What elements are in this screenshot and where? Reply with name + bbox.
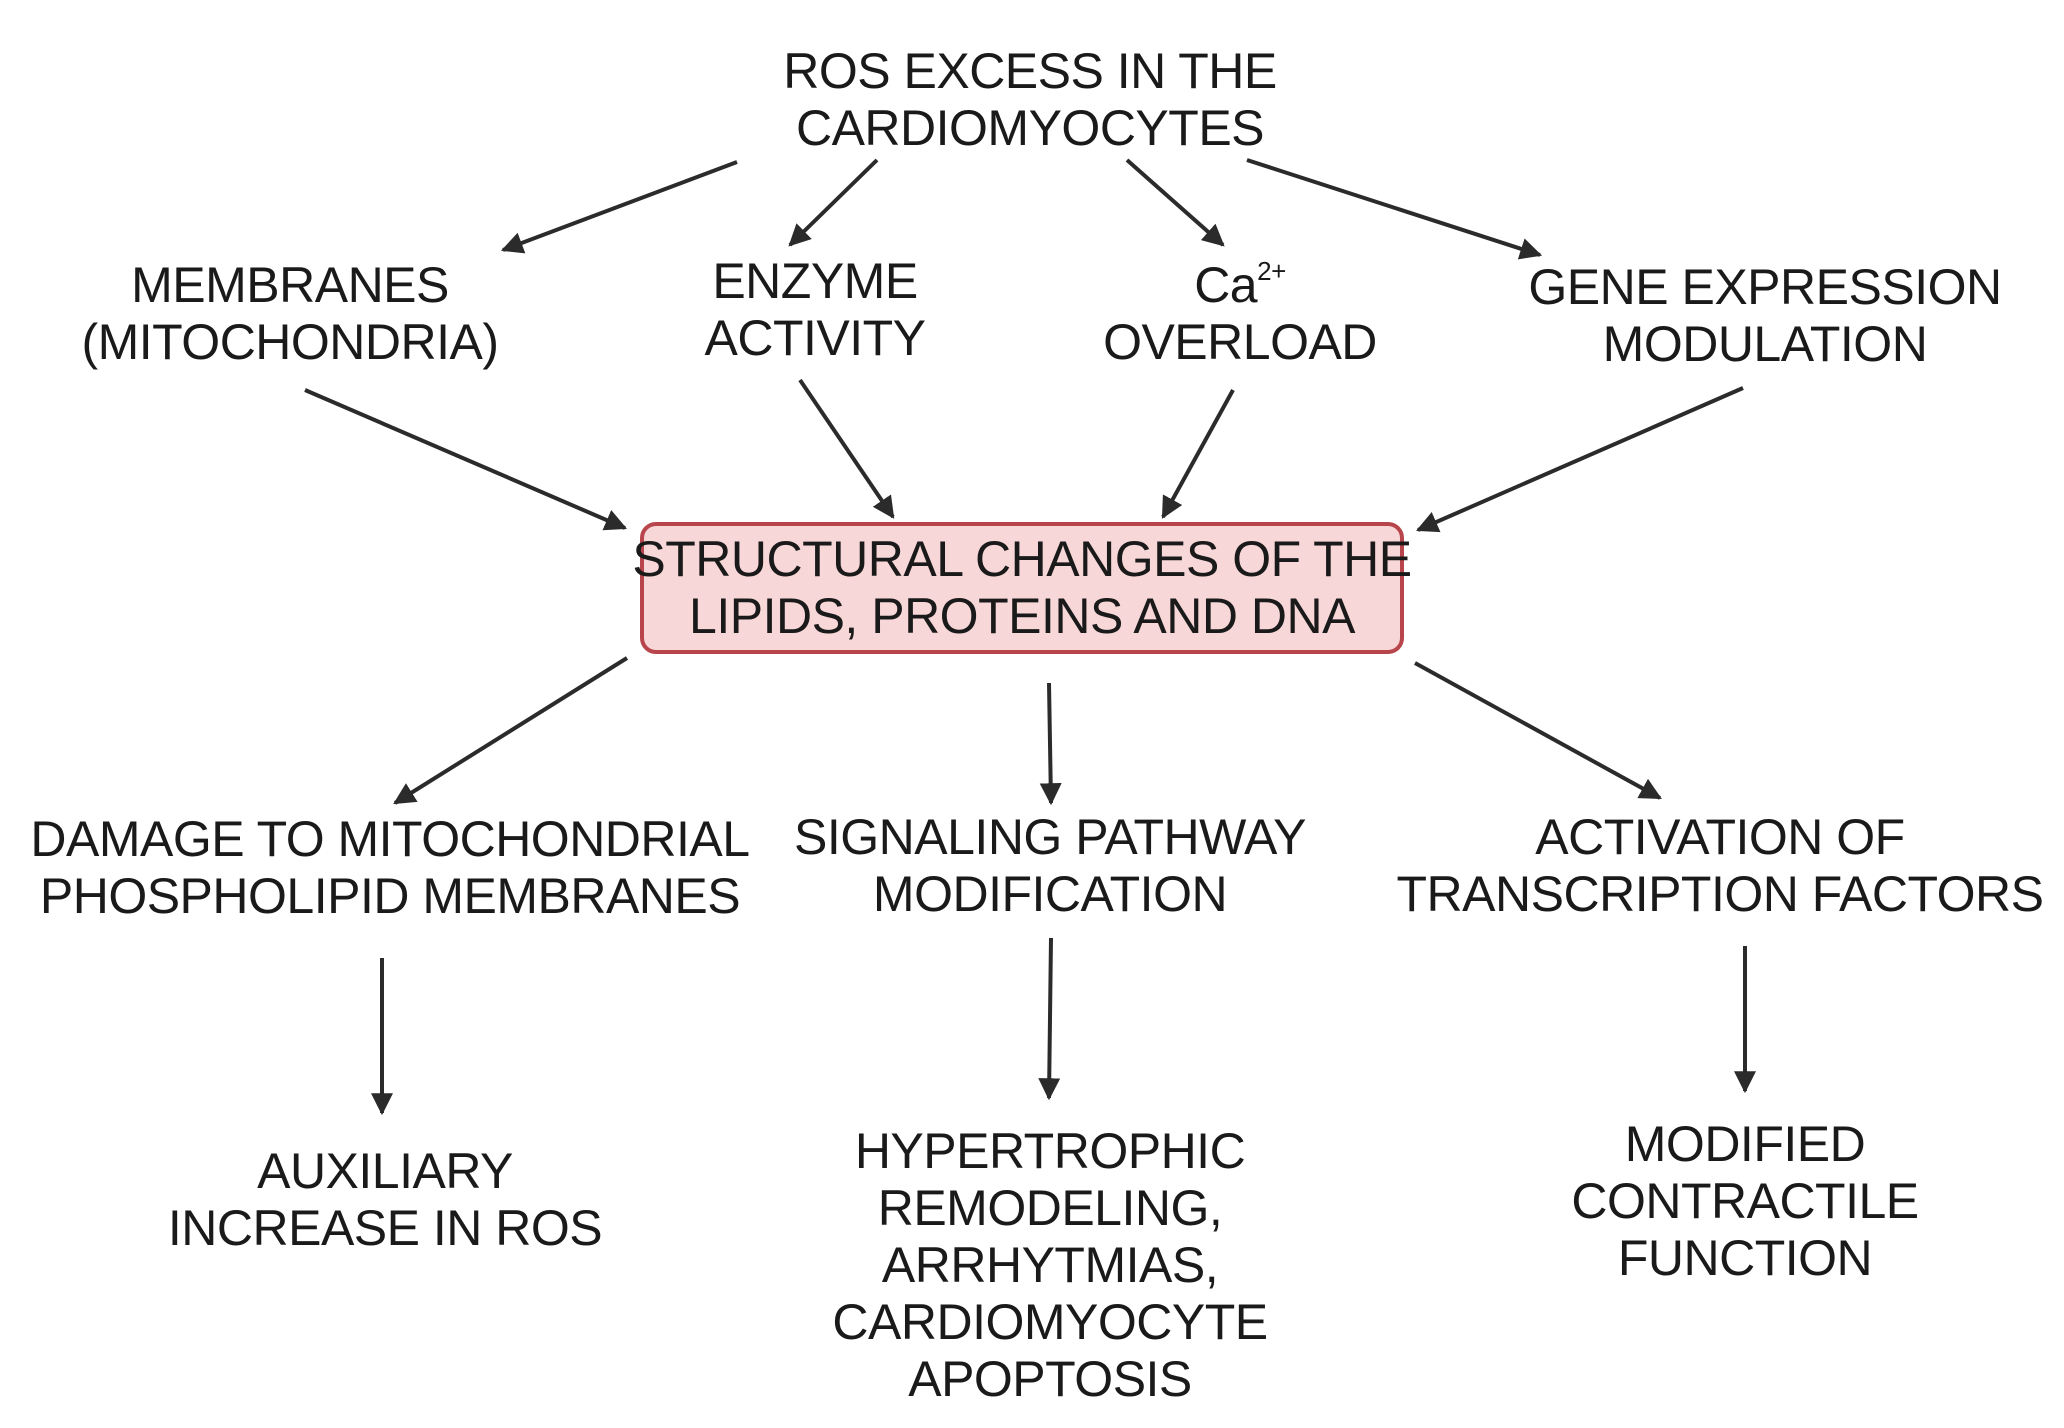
node-modified-line-3: FUNCTION xyxy=(1617,1230,1873,1286)
arrow-calcium-to-structural xyxy=(1161,389,1235,519)
node-modified-line-2: CONTRACTILE xyxy=(1571,1173,1919,1229)
arrow-gene-expression-to-structural xyxy=(1415,386,1744,533)
arrow-ros-to-calcium xyxy=(1125,158,1225,247)
node-gene-expression: GENE EXPRESSION MODULATION xyxy=(1520,256,2010,376)
node-enzyme-line-1: ENZYME xyxy=(712,253,918,309)
node-structural-line-2: LIPIDS, PROTEINS AND DNA xyxy=(689,588,1355,644)
arrow-ros-to-enzyme xyxy=(788,158,879,247)
arrow-ros-to-membranes xyxy=(500,160,738,254)
node-calcium-line-1: Ca2+ xyxy=(1194,257,1286,314)
arrow-ros-to-gene-expression xyxy=(1246,158,1543,260)
node-activation-transcription: ACTIVATION OF TRANSCRIPTION FACTORS xyxy=(1397,806,2044,926)
node-damage-mitochondrial: DAMAGE TO MITOCHONDRIAL PHOSPHOLIPID MEM… xyxy=(30,808,750,928)
arrow-structural-to-signaling xyxy=(1039,682,1062,806)
node-modified-line-1: MODIFIED xyxy=(1624,1116,1866,1172)
node-membranes: MEMBRANES (MITOCHONDRIA) xyxy=(40,254,540,374)
calcium-symbol: Ca xyxy=(1194,257,1258,313)
node-signaling-pathway: SIGNALING PATHWAY MODIFICATION xyxy=(780,806,1320,926)
node-damage-line-2: PHOSPHOLIPID MEMBRANES xyxy=(39,868,741,924)
node-calcium-line-2: OVERLOAD xyxy=(1103,314,1377,370)
calcium-charge: 2+ xyxy=(1257,256,1286,286)
node-auxiliary-ros: AUXILIARY INCREASE IN ROS xyxy=(150,1140,620,1260)
node-hypertrophic-line-4: CARDIOMYOCYTE xyxy=(832,1293,1268,1350)
node-membranes-line-1: MEMBRANES xyxy=(131,257,449,313)
node-damage-line-1: DAMAGE TO MITOCHONDRIAL xyxy=(30,811,750,867)
node-membranes-line-2: (MITOCHONDRIA) xyxy=(81,314,499,370)
arrow-structural-to-activation xyxy=(1414,661,1662,800)
node-hypertrophic-line-3: ARRHYTMIAS, xyxy=(881,1236,1219,1293)
arrow-membranes-to-structural xyxy=(304,388,628,531)
node-auxiliary-line-2: INCREASE IN ROS xyxy=(167,1200,603,1256)
node-signaling-line-2: MODIFICATION xyxy=(872,866,1228,922)
node-hypertrophic-line-2: REMODELING, xyxy=(877,1179,1223,1236)
node-structural-line-1: STRUCTURAL CHANGES OF THE xyxy=(632,531,1412,587)
node-gene-expression-line-2: MODULATION xyxy=(1602,316,1928,372)
node-modified-contractile: MODIFIED CONTRACTILE FUNCTION xyxy=(1540,1114,1950,1289)
node-enzyme-line-2: ACTIVITY xyxy=(704,310,926,366)
node-activation-line-2: TRANSCRIPTION FACTORS xyxy=(1396,866,2044,922)
node-ros-excess-line-2: CARDIOMYOCYTES xyxy=(795,100,1265,156)
node-calcium-overload: Ca2+ OVERLOAD xyxy=(1090,254,1390,374)
node-activation-line-1: ACTIVATION OF xyxy=(1535,809,1905,865)
node-hypertrophic-line-1: HYPERTROPHIC xyxy=(854,1122,1246,1179)
node-enzyme-activity: ENZYME ACTIVITY xyxy=(660,250,970,370)
arrow-enzyme-to-structural xyxy=(798,378,895,519)
node-signaling-line-1: SIGNALING PATHWAY xyxy=(794,809,1306,865)
node-hypertrophic-line-5: APOPTOSIS xyxy=(908,1350,1192,1407)
arrow-signaling-to-hypertrophic xyxy=(1038,937,1061,1101)
node-structural-changes: STRUCTURAL CHANGES OF THE LIPIDS, PROTEI… xyxy=(632,522,1412,654)
node-ros-excess-line-1: ROS EXCESS IN THE xyxy=(783,43,1277,99)
node-hypertrophic-remodeling: HYPERTROPHIC REMODELING, ARRHYTMIAS, CAR… xyxy=(800,1120,1300,1410)
node-gene-expression-line-1: GENE EXPRESSION xyxy=(1528,259,2002,315)
node-ros-excess: ROS EXCESS IN THE CARDIOMYOCYTES xyxy=(710,40,1350,160)
arrow-structural-to-damage xyxy=(393,656,629,805)
node-auxiliary-line-1: AUXILIARY xyxy=(257,1143,513,1199)
